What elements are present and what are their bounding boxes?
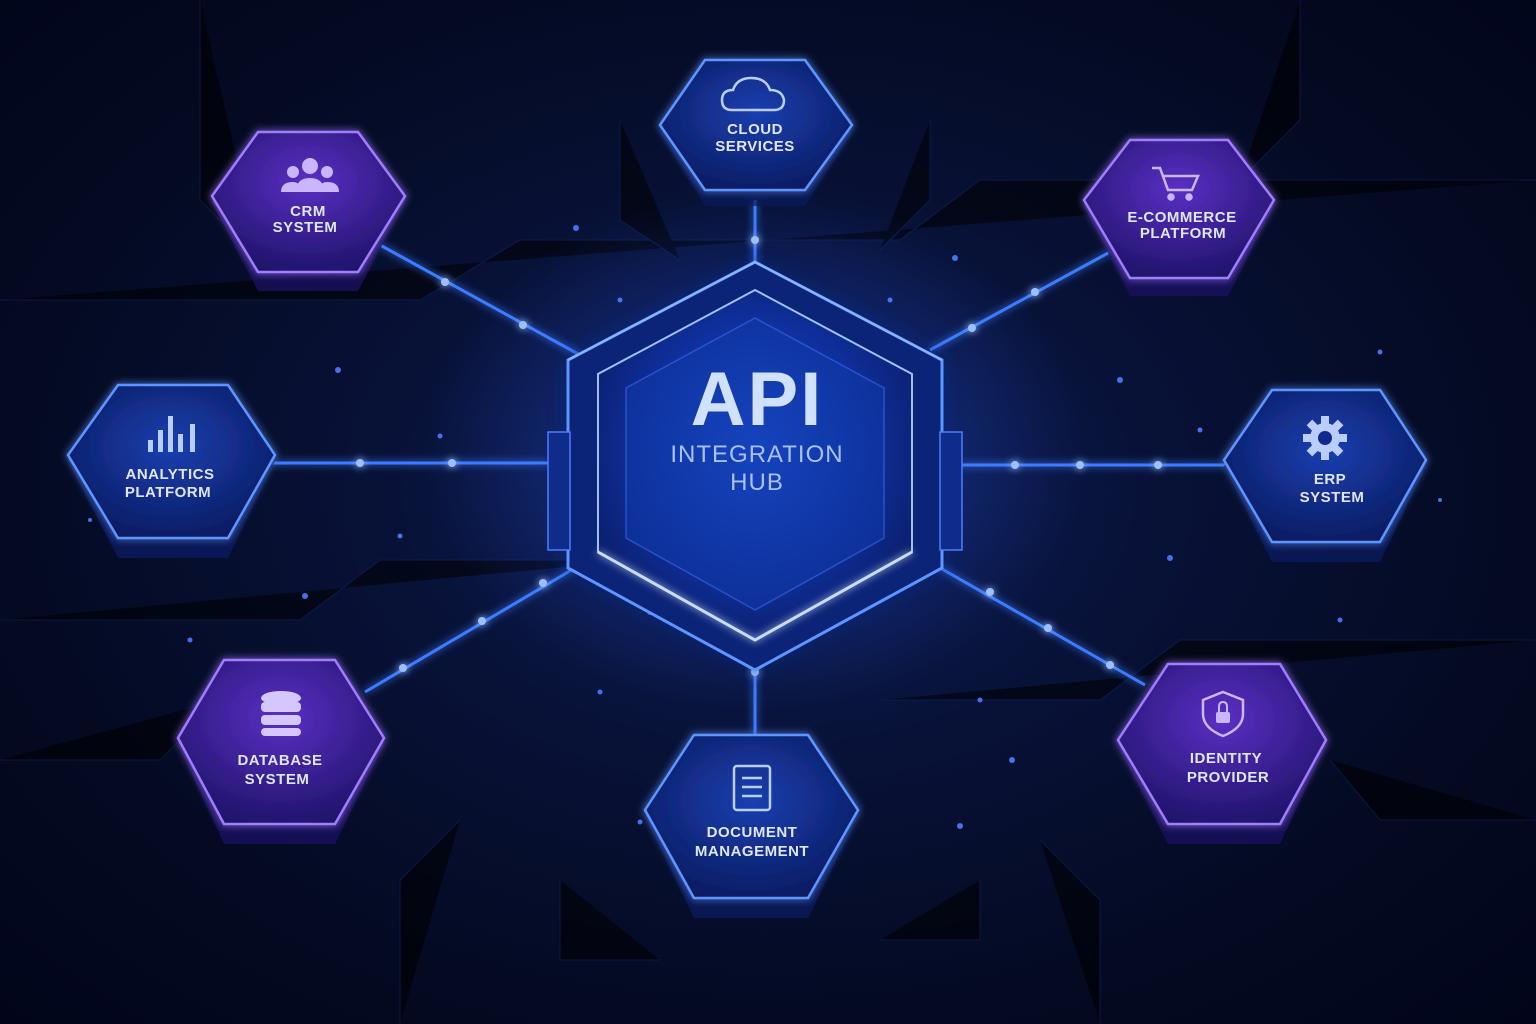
api-hub: API INTEGRATION HUB	[547, 260, 963, 672]
node-label-line2: PLATFORM	[1140, 225, 1226, 242]
cloud-icon	[720, 76, 786, 112]
shield-lock-icon	[1201, 690, 1245, 738]
node-label-line1: DATABASE	[237, 752, 322, 769]
node-label-line2: PLATFORM	[125, 484, 211, 501]
node-database-system[interactable]: DATABASE SYSTEM	[176, 658, 386, 844]
hub-subtitle-line1: INTEGRATION	[670, 441, 843, 468]
node-cloud-services[interactable]: CLOUD SERVICES	[658, 58, 854, 206]
node-label-line2: SYSTEM	[245, 771, 310, 788]
node-label-line2: SYSTEM	[273, 219, 338, 236]
bar-chart-icon	[148, 416, 195, 452]
shopping-cart-icon	[1152, 166, 1200, 201]
database-icon	[261, 691, 301, 736]
connector-ecommerce	[929, 250, 1111, 352]
document-icon	[732, 764, 772, 812]
hub-title: API	[691, 357, 824, 442]
node-label-line1: E-COMMERCE	[1127, 209, 1236, 226]
node-document-management[interactable]: DOCUMENT MANAGEMENT	[643, 733, 860, 918]
node-label-line2: MANAGEMENT	[695, 843, 809, 860]
node-label-line1: CRM	[290, 203, 326, 220]
node-crm-system[interactable]: CRM SYSTEM	[210, 130, 407, 291]
hub-subtitle-line2: HUB	[730, 469, 784, 496]
connector-crm	[379, 243, 581, 357]
node-label-line1: DOCUMENT	[707, 824, 798, 841]
node-analytics-platform[interactable]: ANALYTICS PLATFORM	[66, 383, 277, 558]
node-label-line1: ERP	[1314, 471, 1346, 488]
node-label-line2: SYSTEM	[1300, 489, 1365, 506]
node-identity-provider[interactable]: IDENTITY PROVIDER	[1116, 662, 1328, 844]
node-label-line2: PROVIDER	[1187, 769, 1269, 786]
node-label-line1: CLOUD	[727, 121, 783, 138]
node-label-line1: IDENTITY	[1190, 750, 1262, 767]
node-label-line2: SERVICES	[715, 138, 795, 155]
node-label-line1: ANALYTICS	[126, 466, 215, 483]
users-icon	[281, 158, 339, 192]
node-erp-system[interactable]: ERP SYSTEM	[1222, 388, 1428, 562]
node-ecommerce-platform[interactable]: E-COMMERCE PLATFORM	[1082, 138, 1276, 296]
gear-icon	[1303, 416, 1347, 460]
